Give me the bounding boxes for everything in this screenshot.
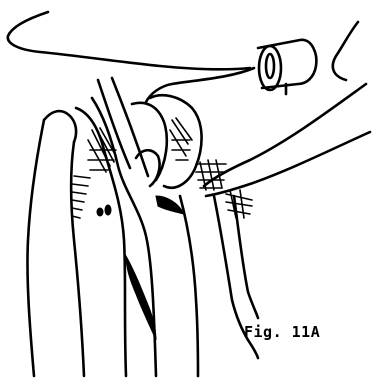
tube-opening — [259, 46, 281, 90]
hatched-region-left — [88, 128, 116, 172]
figure-caption: Fig. 11A — [244, 323, 320, 341]
hatched-region-left-lower — [72, 176, 90, 218]
upper-contour-line — [8, 12, 250, 69]
left-bone-cap — [44, 111, 76, 142]
dark-dot-2 — [105, 205, 111, 215]
right-bone-left-edge — [180, 196, 198, 376]
dark-dot-1 — [97, 208, 103, 216]
left-bone-outer — [27, 120, 44, 376]
far-right-bone-edge — [234, 196, 258, 318]
central-knob — [136, 150, 160, 186]
tube-lumen — [266, 54, 274, 78]
right-upper-contour — [333, 22, 358, 80]
lower-right-connector — [248, 340, 258, 358]
upper-band-top — [146, 68, 254, 102]
upper-band-inner — [206, 132, 370, 196]
hatched-region-center — [170, 118, 192, 160]
hatched-region-far-right — [226, 190, 252, 218]
